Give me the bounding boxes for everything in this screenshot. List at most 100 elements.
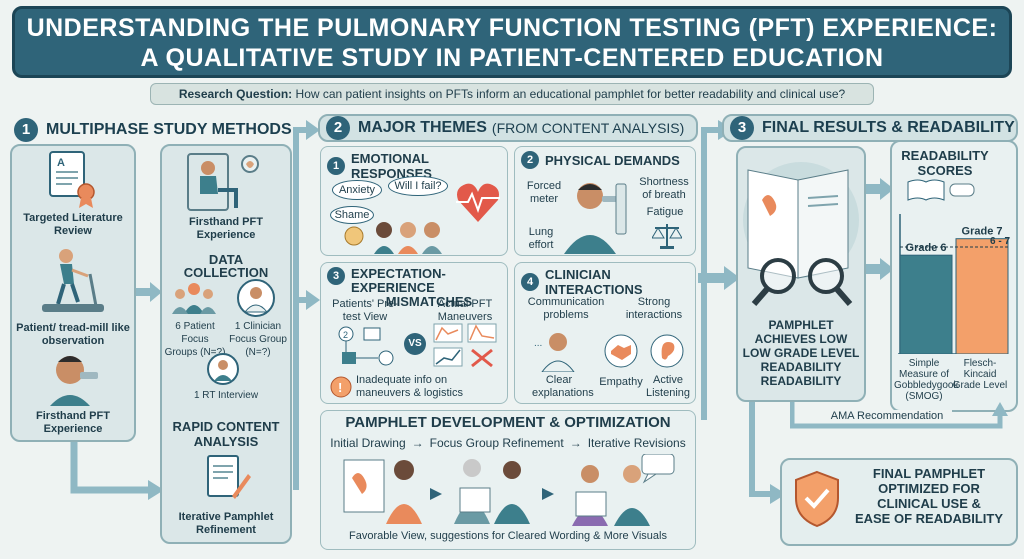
heart-rate-icon: [456, 183, 500, 222]
theme3-title-line1: EXPECTATION-EXPERIENCE: [351, 266, 446, 295]
section1-title: MULTIPHASE STUDY METHODS: [46, 121, 292, 138]
arrow-to-scores-bottom: [866, 258, 894, 280]
bubble-anxiety: Anxiety: [332, 180, 382, 200]
rapid-analysis-label: RAPID CONTENT ANALYSIS: [172, 419, 280, 449]
pamphlet-review-illustration: [343, 454, 675, 526]
pamphlet-development-title: PAMPHLET DEVELOPMENT & OPTIMIZATION: [345, 414, 671, 431]
patient-groups-label: 6 Patient Focus Groups (N=?): [164, 321, 226, 358]
ama-recommendation-label: AMA Recommendation: [822, 410, 952, 423]
readability-bar-chart: Grade 6 Grade 7 6 - 7: [898, 214, 1010, 354]
rt-icon: [207, 353, 239, 385]
theme3-number: 3: [327, 267, 345, 285]
flowchart-icon: 2: [338, 326, 394, 366]
firsthand-left-label: Firsthand PFT Experience: [36, 410, 110, 435]
literature-review-label: Targeted Literature Review: [23, 212, 123, 237]
pamphlet-achieves-text: PAMPHLET ACHIEVES LOW LOW GRADE LEVEL RE…: [738, 318, 864, 388]
shortness-breath-label: Shortness of breath: [639, 176, 689, 201]
warning-icon: !: [330, 376, 352, 398]
section3-title: FINAL RESULTS & READABILITY: [762, 119, 1015, 136]
theme-clinician-header: 4 CLINICIAN INTERACTIONS: [521, 267, 695, 297]
achieves-line-1: PAMPHLET: [768, 318, 834, 332]
handshake-icon: [604, 334, 638, 368]
theme2-title: PHYSICAL DEMANDS: [545, 152, 680, 168]
theme4-number: 4: [521, 273, 539, 291]
bar-smog: [899, 254, 953, 354]
ear-icon: [650, 334, 684, 368]
achieves-line-5: READABILITY: [760, 374, 842, 388]
final-line-2: OPTIMIZED FOR: [878, 481, 980, 496]
arrow-to-final: [749, 402, 786, 504]
final-line-4: EASE OF READABILITY: [854, 511, 1004, 526]
forced-meter-label: Forced meter: [526, 180, 562, 205]
section3-header-bar: [722, 114, 1018, 142]
arrow-methods-right: [136, 282, 162, 302]
focus-group-icon: [172, 283, 216, 314]
smog-category-label: Simple Measure of Gobbledygook (SMOG): [894, 358, 959, 402]
theme2-number: 2: [521, 151, 539, 169]
achieves-line-2: ACHIEVES LOW: [754, 332, 848, 346]
theme-clinician-card: 4 CLINICIAN INTERACTIONS: [514, 262, 696, 404]
section2-subtitle: (FROM CONTENT ANALYSIS): [491, 120, 685, 136]
book-diploma-icon: [907, 179, 975, 201]
section2-number: 2: [326, 116, 350, 140]
clear-explanations-label: Clear explanations: [532, 374, 594, 399]
research-question-text: How can patient insights on PFTs inform …: [295, 87, 846, 101]
svg-text:2: 2: [343, 330, 348, 340]
theme-expectation-header: 3 EXPECTATION-EXPERIENCE MISMATCHES: [327, 267, 507, 309]
arrow-section1-to-2: [293, 120, 320, 490]
svg-text:!: !: [338, 380, 342, 395]
inadequate-info-label: Inadequate info on maneuvers & logistics: [356, 374, 463, 399]
pft-booth-patient-icon: [187, 153, 259, 211]
clinician-groups-label: 1 Clinician Focus Group (N=?): [229, 321, 287, 358]
section3-header: 3 FINAL RESULTS & READABILITY: [730, 115, 1015, 141]
worried-faces-icon: [344, 222, 442, 254]
fatigue-label: Fatigue: [646, 206, 684, 218]
bubble-will-i-fail: Will I fail?: [388, 176, 448, 196]
data-collection-label: DATA COLLECTION: [183, 252, 269, 280]
research-question-label: Research Question:: [178, 87, 293, 101]
pamphlet-magnifier-icon: [743, 162, 859, 306]
iterative-refinement-label: Iterative Pamphlet Refinement: [178, 511, 274, 536]
reference-line-label: 6 - 7: [990, 236, 1010, 247]
achieves-line-4: READABILITY: [760, 360, 842, 374]
section1-number: 1: [14, 118, 38, 142]
step-initial-drawing: Initial Drawing: [330, 436, 406, 450]
clinician-explaining-icon: ...: [534, 333, 575, 372]
theme4-title: CLINICIAN INTERACTIONS: [545, 267, 643, 297]
arrow-to-scores-top: [866, 178, 894, 200]
step-arrow-1: →: [411, 436, 424, 450]
section2-header: 2 MAJOR THEMES (FROM CONTENT ANALYSIS): [326, 115, 684, 141]
title-line-2: A QUALITATIVE STUDY IN PATIENT-CENTERED …: [140, 44, 884, 72]
treadmill-person-icon: [42, 249, 104, 312]
pamphlet-pencil-icon: [207, 455, 251, 499]
section2-title: MAJOR THEMES: [358, 119, 487, 136]
achieves-line-3: LOW GRADE LEVEL: [742, 346, 860, 360]
step-iterative-revisions: Iterative Revisions: [587, 436, 686, 450]
svg-text:A: A: [57, 157, 65, 169]
empathy-label: Empathy: [599, 376, 643, 388]
patient-blowing-icon: [564, 183, 627, 254]
readability-scores-title: READABILITY SCORES: [901, 148, 989, 178]
firsthand-mid-label: Firsthand PFT Experience: [189, 216, 263, 241]
fk-category-label: Flesch-Kincaid Grade Level: [952, 358, 1008, 391]
arrow-methods-down: [70, 442, 164, 500]
lung-effort-label: Lung effort: [528, 226, 554, 251]
bar-flesch-kincaid: [955, 238, 1009, 354]
research-question: Research Question: How can patient insig…: [150, 83, 874, 105]
title-line-1: UNDERSTANDING THE PULMONARY FUNCTION TES…: [26, 14, 998, 42]
section2-header-bar: [318, 114, 698, 142]
theme3-title-line2: MISMATCHES: [385, 294, 473, 309]
arrow-themes-to-results: [698, 266, 740, 290]
data-label-flesch-kincaid: Grade 7: [962, 226, 1003, 238]
clinician-icon: [237, 279, 275, 317]
rt-interview-label: 1 RT Interview: [193, 390, 259, 401]
observation-label: Patient/ tread-mill like observation: [16, 322, 130, 347]
vs-badge: VS: [404, 333, 426, 355]
pamphlet-steps: Initial Drawing → Focus Group Refinement…: [326, 436, 690, 450]
data-label-smog: Grade 6: [906, 242, 947, 254]
shield-check-icon: [795, 470, 839, 528]
pft-graphs-icon: [433, 323, 497, 368]
theme-physical-header: 2 PHYSICAL DEMANDS: [521, 151, 680, 169]
final-line-3: CLINICAL USE &: [877, 496, 981, 511]
step-focus-group: Focus Group Refinement: [429, 436, 564, 450]
